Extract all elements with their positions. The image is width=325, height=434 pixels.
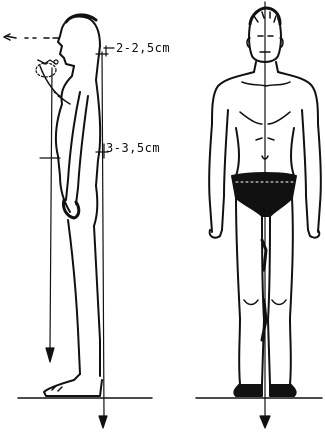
side-plumb-line [46, 68, 54, 362]
throat-marker [36, 60, 58, 77]
gaze-arrow [4, 34, 58, 40]
briefs [232, 173, 296, 216]
neck-distance-label: 2-2,5cm [116, 41, 170, 55]
side-view-figure [44, 15, 102, 396]
waist-distance-label: 3-3,5cm [106, 141, 160, 155]
